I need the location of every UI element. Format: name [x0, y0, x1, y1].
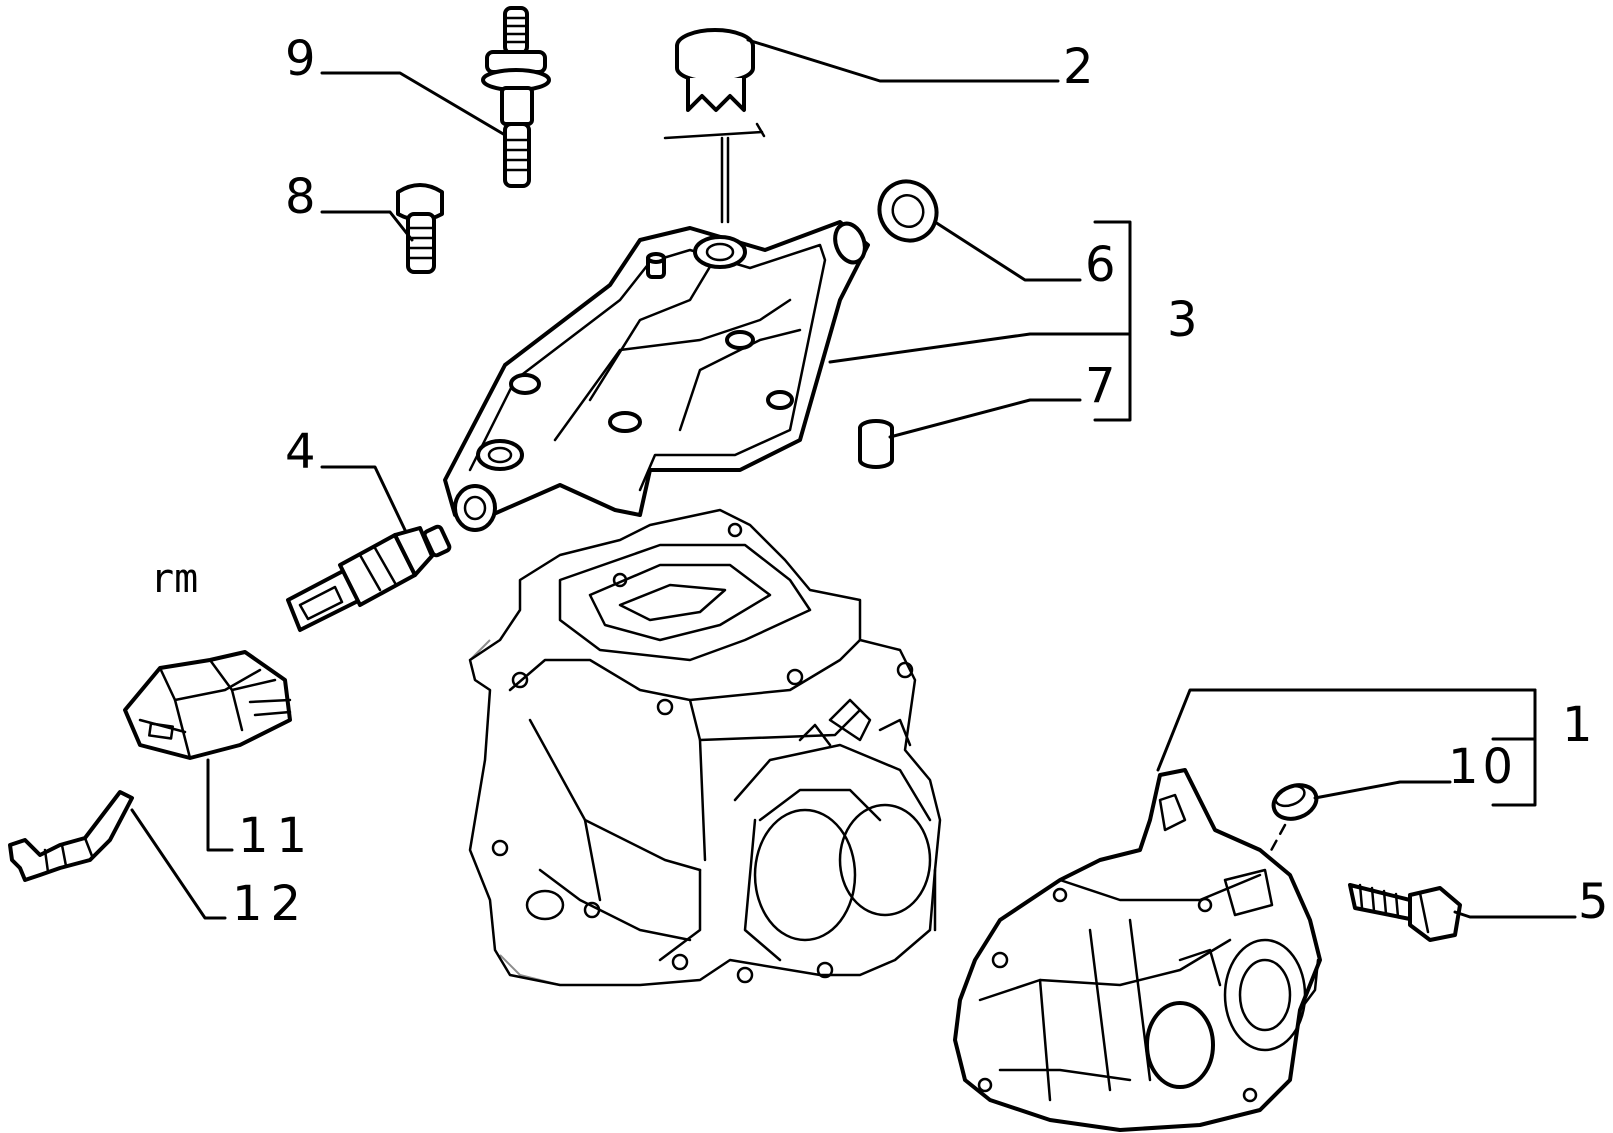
callout-5: 5: [1578, 874, 1609, 930]
part-12-terminal: [8, 790, 134, 882]
part-7-bushing: [858, 419, 894, 469]
callout-11: 11: [238, 808, 315, 864]
part-11-connector: [123, 650, 292, 760]
callout-9: 9: [285, 31, 316, 87]
rm-label: rm: [150, 556, 198, 602]
callout-4: 4: [285, 424, 316, 480]
callout-6: 6: [1085, 237, 1116, 293]
callout-1: 1: [1562, 697, 1593, 753]
part-2-plug: [663, 28, 766, 224]
part-10-cap: [1253, 783, 1319, 882]
callout-12: 12: [232, 876, 309, 932]
part-4-sensor: [286, 524, 452, 632]
callout-3: 3: [1167, 292, 1198, 348]
callout-10: 10: [1448, 739, 1517, 795]
part-1-rear-housing: [953, 768, 1322, 1132]
callout-2: 2: [1063, 39, 1094, 95]
leader-lines: [130, 38, 1577, 920]
gearbox-housing: [468, 508, 942, 987]
part-3-cover-housing: [443, 220, 870, 532]
part-6-seal: [877, 179, 939, 243]
callout-labels: 9 2 8 6 3 7 4 rm 1 10 5 11 12: [150, 31, 1609, 932]
callout-8: 8: [285, 169, 316, 225]
callout-7: 7: [1085, 358, 1116, 414]
part-8-bolt: [396, 183, 444, 274]
part-9-stud-bolt: [481, 6, 551, 188]
part-5-bolt: [1348, 883, 1462, 942]
